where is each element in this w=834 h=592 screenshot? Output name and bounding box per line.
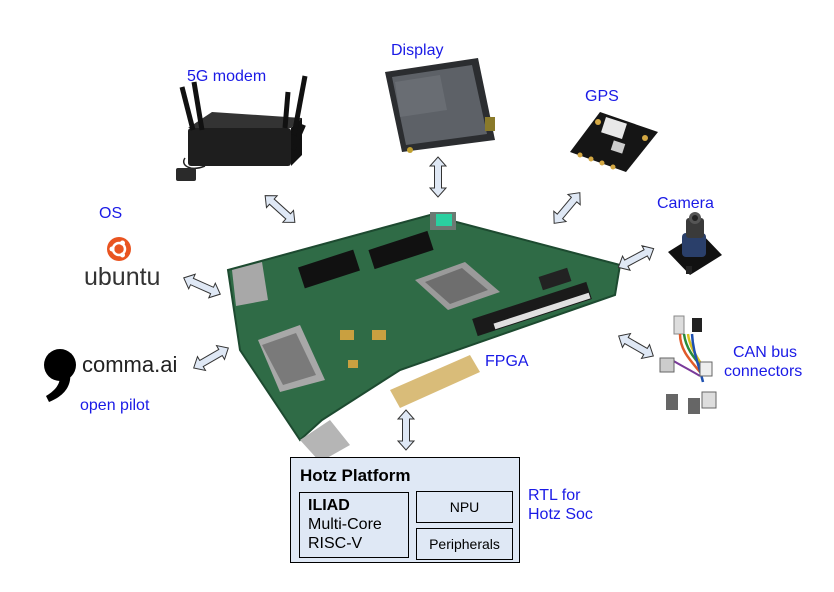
label-rtl-line2: Hotz Soc [528,506,593,523]
label-rtl-line1: RTL for [528,487,581,504]
arrow-can [614,328,658,364]
label-camera: Camera [657,195,714,212]
ubuntu-wordmark: ubuntu [84,263,161,291]
camera-image [668,212,722,275]
npu-box: NPU [416,491,513,523]
label-gps: GPS [585,88,619,105]
display-image [385,58,495,153]
modem-image [176,75,308,181]
label-open-pilot: open pilot [80,397,150,414]
gps-image [570,112,658,172]
arrow-gps [547,187,587,229]
can-connectors-image [659,315,717,414]
iliad-title: ILIAD [308,497,350,514]
fpga-board-image [226,212,622,462]
label-can-line1: CAN bus [733,344,798,361]
label-fpga: FPGA [485,353,529,370]
arrow-platform [397,409,415,451]
arrow-comma [189,340,233,376]
arrow-camera [614,241,658,275]
arrow-display [429,156,447,198]
iliad-box: ILIAD Multi-Core RISC-V [299,492,409,558]
arrow-os [179,270,225,302]
ubuntu-logo-icon [107,237,131,261]
iliad-line2: Multi-Core [308,516,382,533]
platform-title: Hotz Platform [300,466,411,485]
iliad-line3: RISC-V [308,535,363,552]
comma-wordmark: comma.ai [82,352,178,377]
comma-logo-icon [44,349,76,402]
label-os: OS [99,205,123,222]
label-can-line2: connectors [724,363,803,380]
label-5g-modem: 5G modem [187,68,267,85]
label-display: Display [391,42,444,59]
arrow-modem [259,189,301,229]
hotz-platform-box: Hotz Platform ILIAD Multi-Core RISC-V NP… [290,457,520,563]
peripherals-box: Peripherals [416,528,513,560]
